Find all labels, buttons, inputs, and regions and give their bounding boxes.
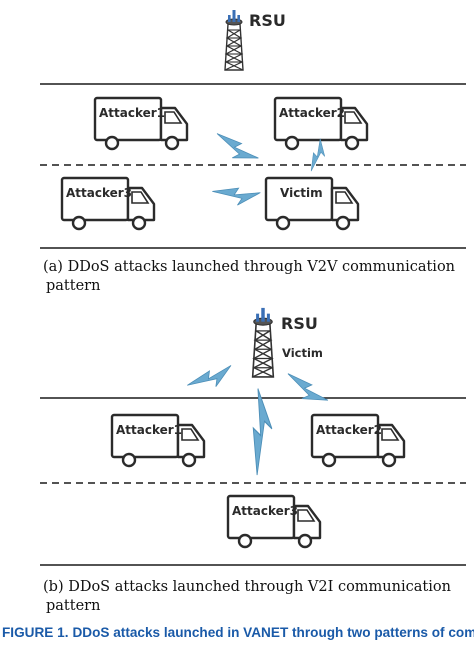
rsu-tower-icon (251, 307, 275, 378)
lightning-icon (210, 128, 261, 171)
lightning-icon (307, 137, 330, 174)
figure-caption-label: FIGURE 1. (2, 625, 69, 640)
truck-attacker3: Attacker3 (60, 176, 156, 231)
lightning-icon (211, 185, 261, 208)
vehicle-label-attacker1: Attacker1 (116, 423, 182, 437)
truck-attacker3: Attacker3 (226, 494, 322, 549)
victim-label: Victim (282, 346, 323, 360)
vehicle-label-attacker2: Attacker2 (316, 423, 382, 437)
figure-caption: FIGURE 1.DDoS attacks launched in VANET … (2, 624, 474, 641)
panel-a: RSU Attacker1 Attacker2 Attacker3 Victim (40, 9, 466, 249)
vehicle-label-victim: Victim (280, 186, 323, 200)
truck-victim: Victim (264, 176, 360, 231)
vehicle-label-attacker3: Attacker3 (66, 186, 132, 200)
subcaption-b: (b) DDoS attacks launched through V2I co… (43, 579, 451, 614)
rsu-label: RSU (249, 11, 286, 30)
figure-caption-text: DDoS attacks launched in VANET through t… (72, 625, 474, 640)
vehicle-label-attacker3: Attacker3 (232, 504, 298, 518)
rsu-tower-icon (224, 9, 244, 71)
lightning-icon (250, 387, 275, 477)
panel-b: RSU Victim Attacker1 Attacker2 Attacker3 (40, 307, 466, 566)
vehicle-label-attacker2: Attacker2 (279, 106, 345, 120)
lightning-icon (184, 362, 237, 397)
lightning-icon (280, 369, 331, 412)
truck-attacker1: Attacker1 (93, 96, 189, 151)
rsu-label: RSU (281, 314, 318, 333)
truck-attacker2: Attacker2 (273, 96, 369, 151)
truck-attacker1: Attacker1 (110, 413, 206, 468)
subcaption-a: (a) DDoS attacks launched through V2V co… (43, 259, 456, 294)
truck-attacker2: Attacker2 (310, 413, 406, 468)
vehicle-label-attacker1: Attacker1 (99, 106, 165, 120)
